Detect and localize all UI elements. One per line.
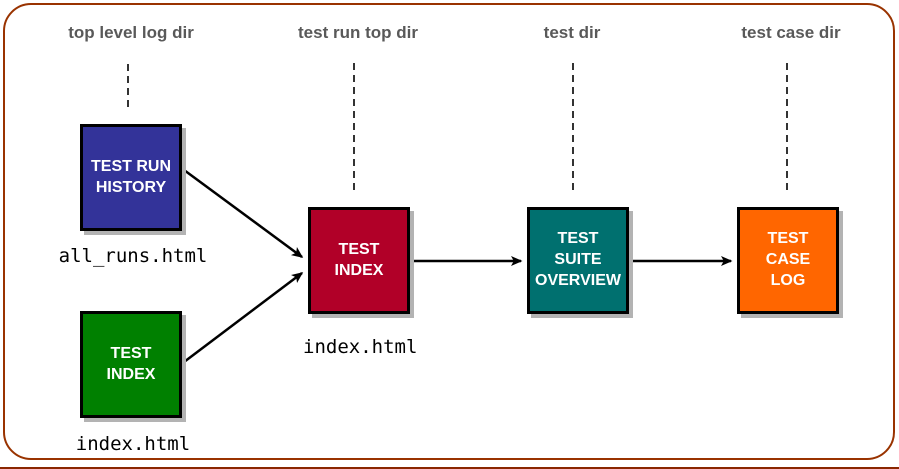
column-header-top-level-log-dir: top level log dir	[68, 23, 194, 42]
node-test-suite-overview: TEST SUITE OVERVIEW	[527, 207, 629, 314]
file-label-index-html-run: index.html	[303, 336, 418, 358]
bottom-edge-line	[0, 467, 899, 469]
node-test-case-log: TEST CASE LOG	[737, 207, 839, 314]
arrow-test-run-history-to-test-index	[183, 168, 304, 259]
column-header-test-dir: test dir	[543, 23, 601, 42]
node-test-index-top-level: TEST INDEX	[80, 311, 182, 418]
file-label-index-html-top: index.html	[75, 433, 191, 455]
node-test-run-history: TEST RUN HISTORY	[80, 124, 182, 231]
column-header-test-run-top-dir: test run top dir	[298, 23, 418, 42]
column-header-test-case-dir: test case dir	[741, 23, 841, 42]
file-label-all-runs-html: all_runs.html	[58, 245, 208, 267]
node-test-index-run: TEST INDEX	[308, 207, 410, 314]
arrow-test-index-to-test-index	[183, 272, 304, 363]
